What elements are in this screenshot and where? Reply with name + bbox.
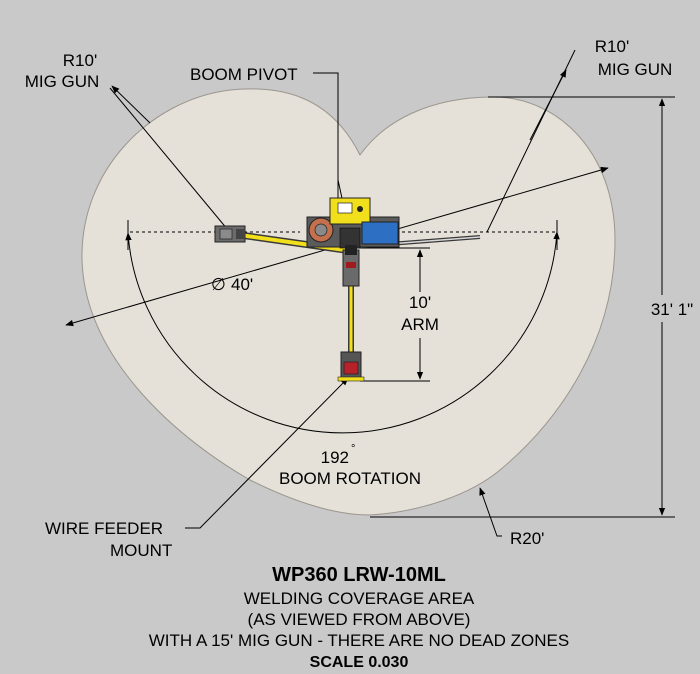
diameter-symbol: ∅ xyxy=(211,275,226,294)
radius-leader xyxy=(479,487,502,537)
mig-gun-right-arrow xyxy=(529,69,567,141)
welding-machine xyxy=(214,197,481,382)
mig-gun-right-text: MIG GUN xyxy=(598,60,673,79)
rotation-value: 192 xyxy=(321,448,349,467)
caption-line-3: WITH A 15' MIG GUN - THERE ARE NO DEAD Z… xyxy=(149,631,569,650)
caption-line-1: WELDING COVERAGE AREA xyxy=(244,589,475,608)
mig-gun-right-radius: R10' xyxy=(595,37,629,56)
radius-label: R20' xyxy=(510,529,544,548)
scale-label: SCALE 0.030 xyxy=(310,654,409,671)
drive-motor xyxy=(361,221,399,245)
wire-feeder-label-2: MOUNT xyxy=(110,541,172,560)
mig-gun-left-text: MIG GUN xyxy=(25,72,100,91)
caption-line-2: (AS VIEWED FROM ABOVE) xyxy=(248,610,471,629)
wire-feeder-label: WIRE FEEDER xyxy=(45,519,163,538)
boom-pivot-label: BOOM PIVOT xyxy=(190,65,298,84)
arm-length: 10' xyxy=(409,293,431,312)
rotation-degree: ° xyxy=(351,443,355,455)
rotation-arc xyxy=(125,231,560,434)
wire-feeder-leader xyxy=(185,377,349,529)
arm-label: ARM xyxy=(401,315,439,334)
mig-gun-left-radius: R10' xyxy=(63,51,97,70)
diameter-label: 40' xyxy=(231,275,253,294)
mig-gun-left-arrow xyxy=(111,85,151,124)
rotation-label: BOOM ROTATION xyxy=(279,469,421,488)
mig-gun-left-leader xyxy=(109,87,229,231)
height-label: 31' 1" xyxy=(651,300,693,319)
diagram-title: WP360 LRW-10ML xyxy=(272,564,446,586)
